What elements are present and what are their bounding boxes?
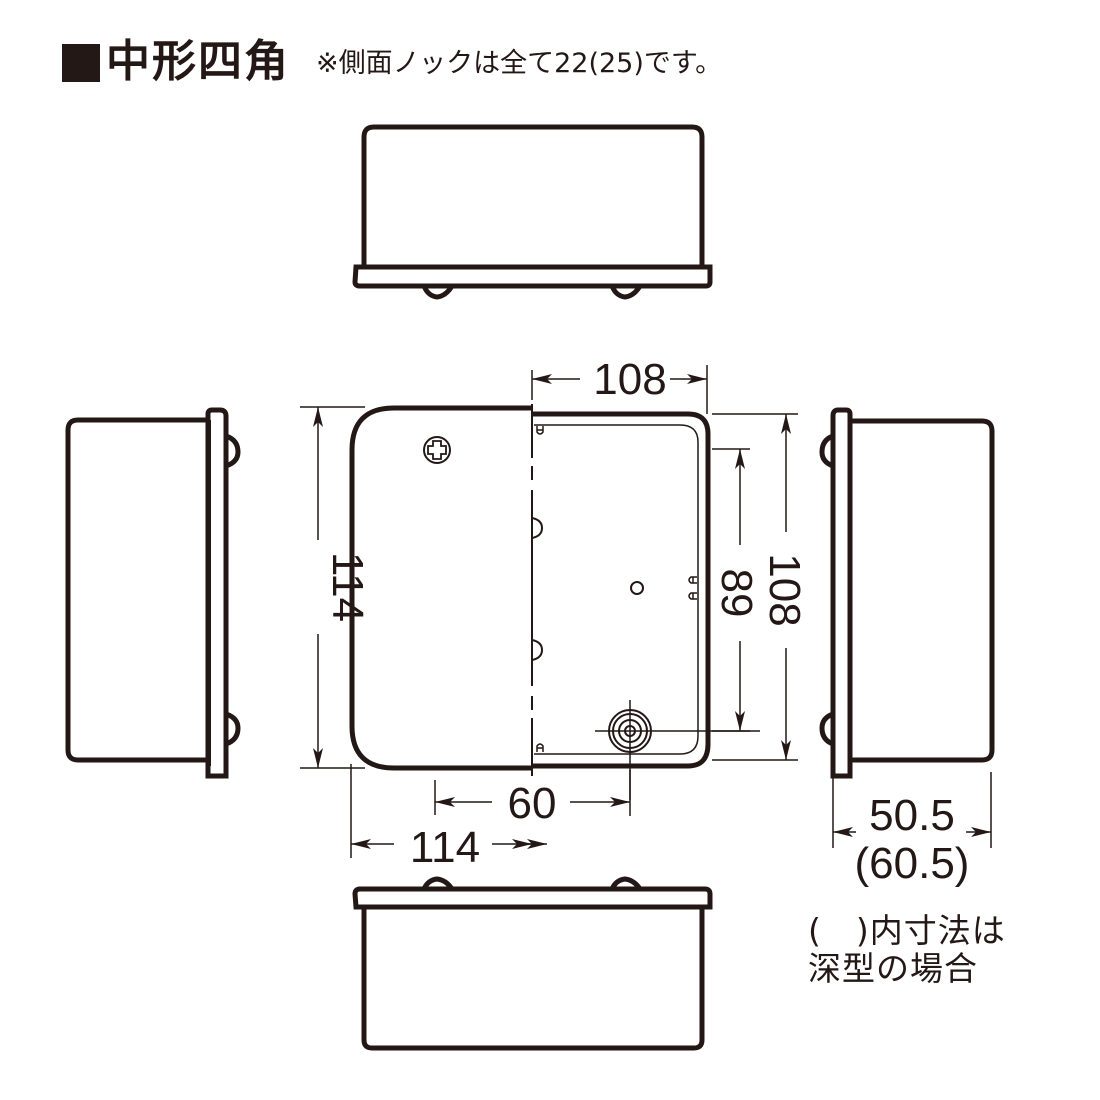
legend-line-2: 深型の場合 (808, 949, 978, 988)
dim-bottom-outer: 114 (410, 823, 480, 872)
dim-depth: 50.5 (869, 791, 955, 840)
right-side-view (819, 407, 995, 779)
bottom-view (352, 876, 713, 1051)
knockout-note: ※側面ノックは全て22(25)です。 (316, 48, 723, 79)
header: 中形四角 ※側面ノックは全て22(25)です。 (62, 36, 722, 88)
square-bullet-icon (62, 44, 100, 82)
dim-bottom-inner: 60 (508, 779, 557, 828)
dim-depth-deep: (60.5) (855, 839, 970, 888)
top-view (352, 124, 713, 300)
dim-inner-height: 89 (712, 569, 761, 618)
legend-note: ( )内寸法は 深型の場合 (808, 912, 1006, 988)
front-view (349, 404, 760, 800)
legend-line-1: ( )内寸法は (808, 911, 1006, 950)
dim-left-height: 114 (323, 552, 372, 622)
page-title: 中形四角 (106, 36, 290, 87)
dim-top-width: 108 (593, 355, 666, 404)
dim-outer-height: 108 (760, 553, 809, 626)
dimension-lines (300, 365, 992, 858)
left-side-view (65, 407, 241, 779)
